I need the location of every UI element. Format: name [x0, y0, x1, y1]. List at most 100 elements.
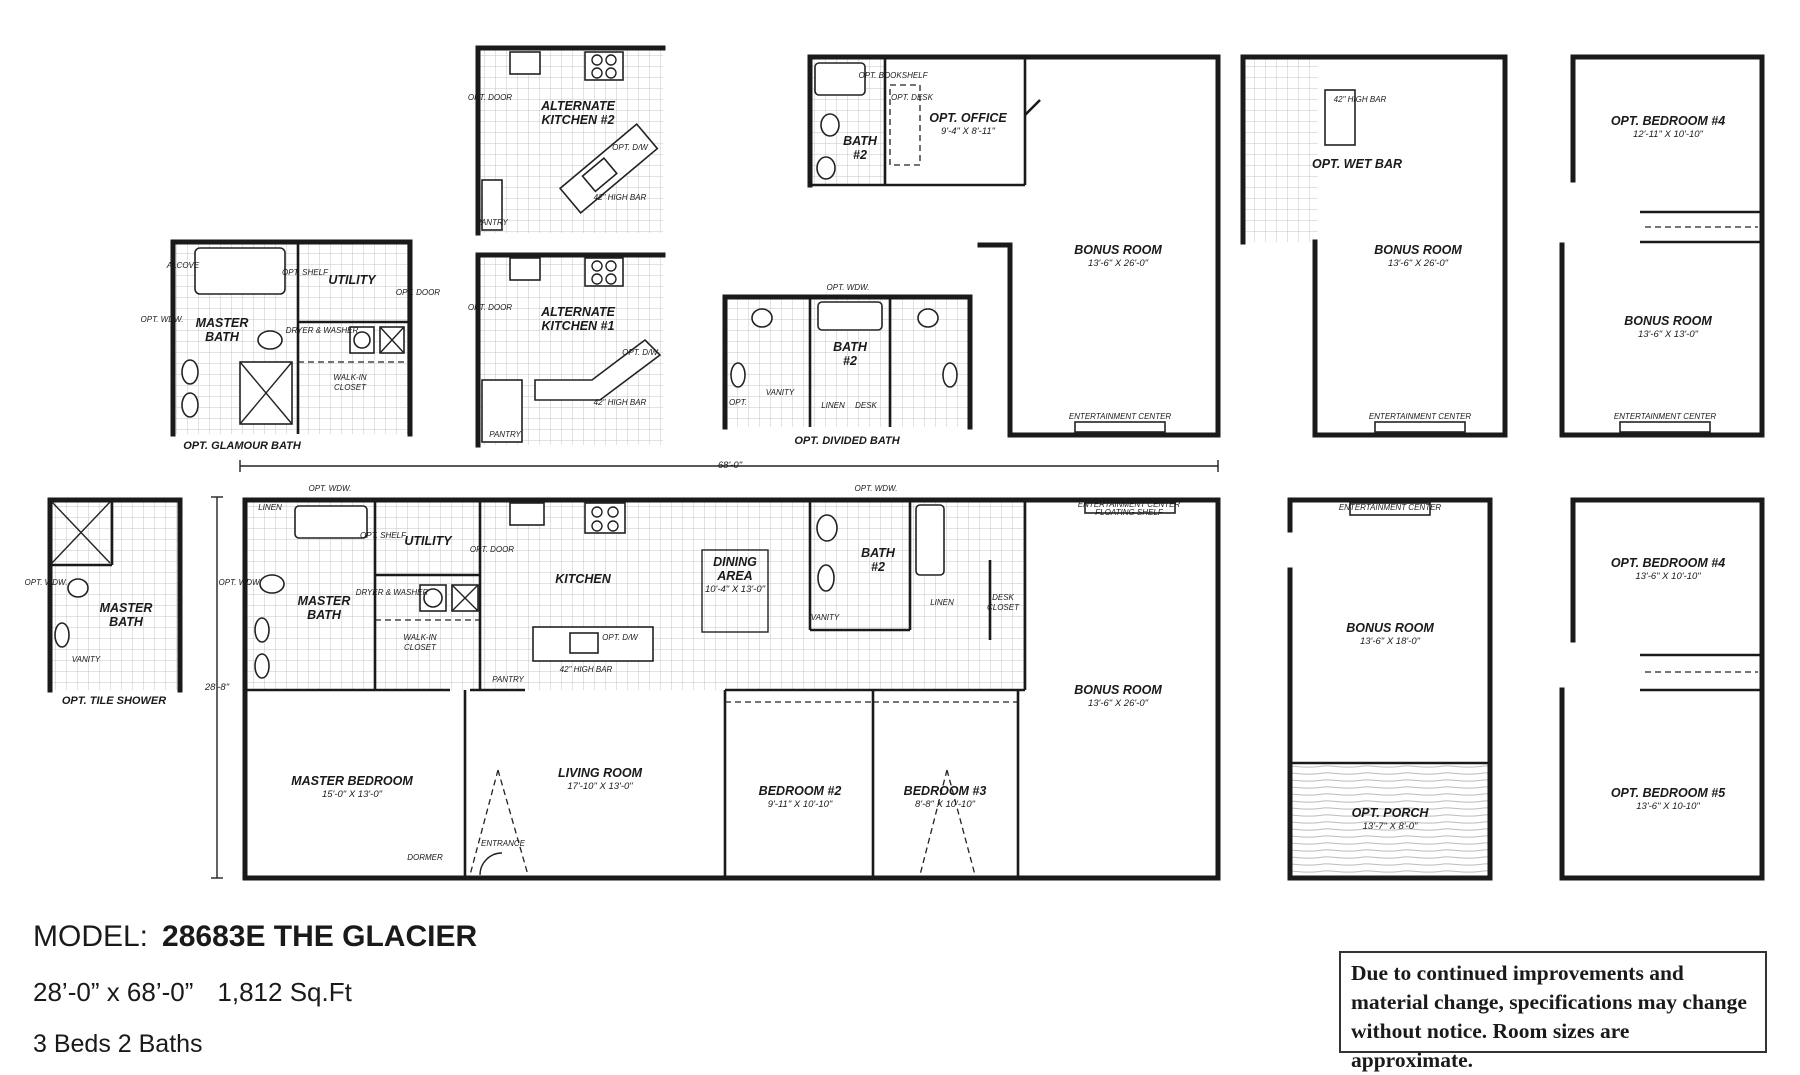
glamour-bath-label: BATH: [205, 330, 240, 344]
opt-glamour-bath-plan: MASTER BATH UTILITY ALCOVE OPT. SHELF OP…: [141, 239, 440, 452]
office-bath-number: #2: [853, 148, 867, 162]
alt-kitchen-1-number: KITCHEN #1: [542, 319, 615, 333]
glamour-master-label: MASTER: [196, 316, 249, 330]
alt-kitchen-2-bar-label: 42" HIGH BAR: [594, 193, 647, 202]
glamour-opt-shelf-label: OPT. SHELF: [282, 268, 329, 277]
office-desk-label: OPT. DESK: [891, 93, 934, 102]
opt-bedroom-4-5-plan: OPT. BEDROOM #4 13'-6" X 10'-10" OPT. BE…: [1559, 497, 1765, 881]
glamour-dryer-washer-label: DRYER & WASHER: [286, 326, 359, 335]
divided-bath-number: #2: [843, 354, 857, 368]
dining-label: DINING: [713, 555, 757, 569]
glamour-opt-door-label: OPT. DOOR: [396, 288, 440, 297]
porch-dimension: 13'-7" X 8'-0": [1363, 821, 1418, 832]
glamour-alcove-label: ALCOVE: [166, 261, 200, 270]
tile-shower-caption: OPT. TILE SHOWER: [62, 695, 166, 707]
bath-2-label: BATH: [861, 546, 896, 560]
utility-label: UTILITY: [404, 534, 453, 548]
dining-label-2: AREA: [716, 569, 752, 583]
linen-2-label: LINEN: [930, 598, 954, 607]
bonus-room-dimension: 13'-6" X 26'-0": [1088, 698, 1149, 709]
glamour-utility-label: UTILITY: [328, 273, 377, 287]
disclaimer-box: Due to continued improvements and materi…: [1339, 951, 1767, 1072]
tile-shower-window-label: OPT. WDW.: [25, 578, 68, 587]
bed4-top-dimension: 12'-11" X 10'-10": [1633, 129, 1704, 140]
walk-in-closet-label: CLOSET: [404, 643, 437, 652]
alternate-kitchen-1-plan: ALTERNATE KITCHEN #1 OPT. DOOR PANTRY 42…: [468, 252, 666, 448]
opt-window-bath-label: OPT. WDW.: [855, 484, 898, 493]
wet-bar-label: OPT. WET BAR: [1312, 157, 1402, 171]
opt-window-label: OPT. WDW.: [309, 484, 352, 493]
bedroom-3-label: BEDROOM #3: [904, 784, 987, 798]
bedroom-2-dimension: 9'-11" X 10'-10": [768, 799, 833, 810]
office-bookshelf-label: OPT. BOOKSHELF: [858, 71, 928, 80]
living-room-dimension: 17'-10" X 13'-0": [567, 781, 633, 792]
home-dimensions: 28’-0” x 68’-0”: [33, 977, 194, 1007]
divided-bath-opt-label: OPT.: [729, 398, 747, 407]
bed4-top-entertainment-label: ENTERTAINMENT CENTER: [1614, 412, 1717, 421]
overall-width: 28'-8": [204, 682, 230, 693]
alt-kitchen-1-door-label: OPT. DOOR: [468, 303, 512, 312]
divided-bath-window-label: OPT. WDW.: [827, 283, 870, 292]
master-bath-label: MASTER: [298, 594, 351, 608]
kitchen-label: KITCHEN: [555, 572, 612, 586]
opt-window-left-label: OPT. WDW.: [219, 578, 262, 587]
bed45-bed4-label: OPT. BEDROOM #4: [1611, 556, 1725, 570]
opt-dishwasher-label: OPT. D/W: [602, 633, 639, 642]
office-bonus-label: BONUS ROOM: [1074, 243, 1162, 257]
closet-label: CLOSET: [987, 603, 1020, 612]
bath-2-number: #2: [871, 560, 885, 574]
entertainment-center-label: ENTERTAINMENT CENTER: [1078, 500, 1181, 509]
wet-bar-entertainment-label: ENTERTAINMENT CENTER: [1369, 412, 1472, 421]
alt-kitchen-2-number: KITCHEN #2: [542, 113, 615, 127]
divided-bath-desk-label: DESK: [855, 401, 877, 410]
opt-divided-bath-plan: OPT. WDW. BATH #2 VANITY LINEN DESK OPT.…: [722, 283, 973, 447]
divided-bath-label: BATH: [833, 340, 868, 354]
floating-shelf-label: FLOATING SHELF: [1095, 508, 1164, 517]
alt-kitchen-2-label: ALTERNATE: [540, 99, 615, 113]
tile-shower-bath-label: BATH: [109, 615, 144, 629]
bonus-porch-plan: ENTERTAINMENT CENTER BONUS ROOM 13'-6" X…: [1287, 497, 1493, 881]
office-entertainment-label: ENTERTAINMENT CENTER: [1069, 412, 1172, 421]
divided-bath-vanity-label: VANITY: [766, 388, 795, 397]
bedroom-3-dimension: 8'-8" X 10'-10": [915, 799, 976, 810]
opt-bedroom-4-bonus-plan: OPT. BEDROOM #4 12'-11" X 10'-10" BONUS …: [1559, 54, 1765, 438]
model-name: 28683E THE GLACIER: [162, 920, 478, 953]
porch-entertainment-label: ENTERTAINMENT CENTER: [1339, 503, 1442, 512]
glamour-walkin-closet-label: CLOSET: [334, 383, 367, 392]
desk-label: DESK: [992, 593, 1014, 602]
beds-baths: 3 Beds 2 Baths: [33, 1030, 203, 1058]
dryer-washer-label: DRYER & WASHER: [356, 588, 429, 597]
office-label: OPT. OFFICE: [929, 111, 1007, 125]
main-floor-plan: 68'-0" 28'-8": [204, 460, 1221, 881]
bed4-top-bonus-label: BONUS ROOM: [1624, 314, 1712, 328]
wet-bar-bonus-label: BONUS ROOM: [1374, 243, 1462, 257]
vanity-label: VANITY: [811, 613, 840, 622]
living-room-label: LIVING ROOM: [558, 766, 643, 780]
wet-bar-bar-label: 42" HIGH BAR: [1334, 95, 1387, 104]
dimensions-line: 28’-0” x 68’-0”1,812 Sq.Ft: [33, 977, 352, 1008]
bed4-top-label: OPT. BEDROOM #4: [1611, 114, 1725, 128]
alt-kitchen-2-dw-label: OPT. D/W: [612, 143, 649, 152]
glamour-window-label: OPT. WDW.: [141, 315, 184, 324]
tile-shower-vanity-label: VANITY: [72, 655, 101, 664]
entrance-label: ENTRANCE: [481, 839, 526, 848]
alt-kitchen-2-door-label: OPT. DOOR: [468, 93, 512, 102]
model-prefix: MODEL:: [33, 920, 149, 953]
bed45-bed4-dimension: 13'-6" X 10'-10": [1635, 571, 1701, 582]
glamour-bath-caption: OPT. GLAMOUR BATH: [183, 440, 302, 452]
wet-bar-bonus-dimension: 13'-6" X 26'-0": [1388, 258, 1449, 269]
alt-kitchen-1-dw-label: OPT. D/W: [622, 348, 659, 357]
model-line: MODEL: 28683E THE GLACIER: [33, 920, 477, 954]
glamour-walkin-label: WALK-IN: [333, 373, 366, 382]
master-bath-label-2: BATH: [307, 608, 342, 622]
office-dimension: 9'-4" X 8'-11": [941, 126, 996, 137]
floor-plan: 68'-0" 28'-8": [25, 45, 1765, 881]
master-bedroom-dimension: 15'-0" X 13'-0": [322, 789, 383, 800]
office-bonus-dimension: 13'-6" X 26'-0": [1088, 258, 1149, 269]
dining-dimension: 10'-4" X 13'-0": [705, 584, 766, 595]
office-bath-label: BATH: [843, 134, 878, 148]
opt-wet-bar-bonus-plan: OPT. WET BAR 42" HIGH BAR BONUS ROOM 13'…: [1240, 54, 1508, 438]
alt-kitchen-2-pantry-label: PANTRY: [476, 218, 508, 227]
divided-bath-caption: OPT. DIVIDED BATH: [794, 435, 900, 447]
porch-label: OPT. PORCH: [1352, 806, 1430, 820]
